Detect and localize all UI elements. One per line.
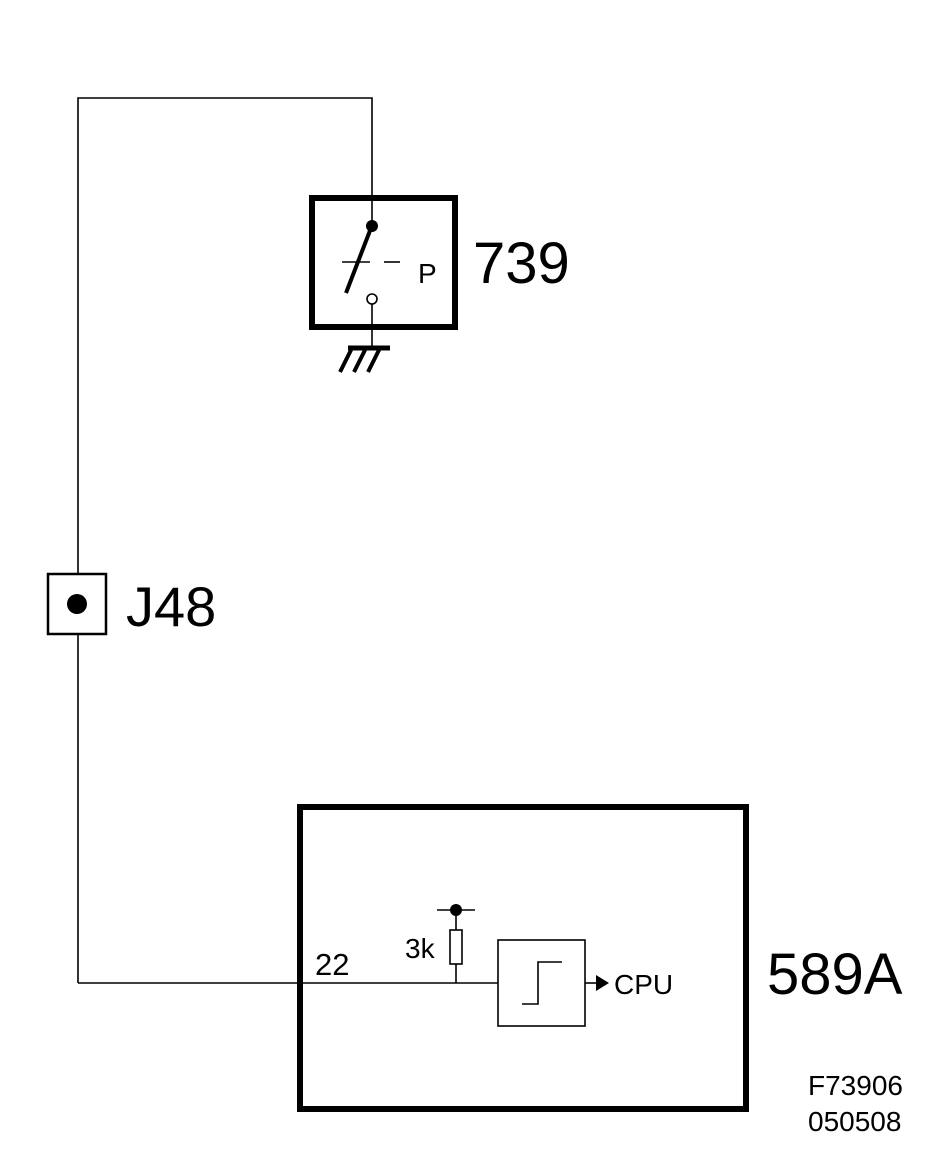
resistor-value: 3k xyxy=(405,933,436,964)
pin-number: 22 xyxy=(315,947,349,982)
control-unit-589a: 22 3k CPU 589A xyxy=(297,804,903,1112)
pressure-switch-label: 739 xyxy=(473,231,570,296)
reference-date: 050508 xyxy=(808,1106,901,1137)
switch-contact-bottom xyxy=(366,293,378,305)
trigger-symbol xyxy=(522,961,562,1005)
pressure-switch-box xyxy=(309,195,458,330)
switch-type-letter: P xyxy=(418,258,437,289)
connector-pin xyxy=(67,594,87,614)
reference-code: F73906 xyxy=(808,1070,903,1101)
control-unit-box xyxy=(297,804,749,1112)
resistor xyxy=(449,929,463,965)
connector-label: J48 xyxy=(126,575,216,638)
switch-blade xyxy=(344,227,373,294)
connector-j48: J48 xyxy=(46,572,216,638)
cpu-arrow xyxy=(596,975,609,991)
control-unit-label: 589A xyxy=(767,942,903,1007)
schmitt-trigger xyxy=(497,939,586,1027)
ground-symbol xyxy=(338,345,390,373)
cpu-label: CPU xyxy=(614,969,673,1000)
pressure-switch-739: P 739 xyxy=(309,195,570,348)
wire-top xyxy=(77,97,373,573)
